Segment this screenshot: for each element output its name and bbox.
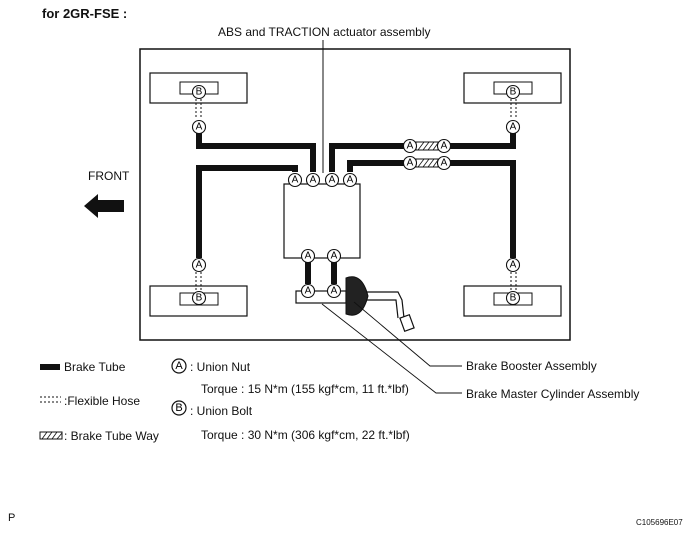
svg-text:A: A: [510, 260, 517, 271]
figure-id: C105696E07: [636, 518, 683, 527]
front-arrow-icon: [84, 194, 124, 218]
svg-text:A: A: [292, 175, 299, 186]
legend-brake-tube-way-icon: [39, 431, 63, 440]
union-nut-marker: A: [342, 172, 358, 188]
union-nut-marker: A: [191, 119, 207, 135]
page-letter: P: [8, 512, 16, 524]
union-nut-marker: A: [505, 119, 521, 135]
svg-text:B: B: [510, 87, 517, 98]
union-nut-marker: A: [300, 248, 316, 264]
front-label: FRONT: [88, 169, 130, 183]
legend-union-bolt-label: : Union Bolt: [190, 404, 253, 418]
svg-text:A: A: [196, 122, 203, 133]
union-bolt-marker: B: [505, 84, 521, 100]
union-bolt-marker: B: [191, 290, 207, 306]
svg-text:A: A: [175, 360, 183, 372]
wheel-rear-left: [149, 285, 248, 317]
union-nut-marker: A: [326, 248, 342, 264]
svg-text:B: B: [175, 402, 182, 414]
svg-text:A: A: [305, 286, 312, 297]
svg-text:A: A: [331, 286, 338, 297]
wheel-front-left: [149, 72, 248, 104]
svg-text:A: A: [407, 158, 414, 169]
union-bolt-marker: B: [505, 290, 521, 306]
booster-leader-line: [353, 301, 462, 367]
union-nut-marker: A: [402, 155, 418, 171]
legend-union-nut-label: : Union Nut: [190, 360, 251, 374]
booster-label: Brake Booster Assembly: [466, 359, 597, 373]
union-nut-marker: A: [287, 172, 303, 188]
union-nut-marker: A: [324, 172, 340, 188]
svg-text:A: A: [331, 251, 338, 262]
union-nut-marker: A: [305, 172, 321, 188]
vehicle-frame: [139, 48, 571, 341]
legend-brake-tube-way-label: : Brake Tube Way: [64, 429, 159, 443]
flexible-hoses: [195, 99, 517, 290]
union-bolt-marker: B: [191, 84, 207, 100]
union-nut-marker: A: [505, 257, 521, 273]
legend-union-bolt-icon: B: [171, 400, 187, 416]
svg-text:B: B: [196, 87, 203, 98]
legend-union-bolt-torque: Torque : 30 N*m (306 kgf*cm, 22 ft.*lbf): [201, 428, 410, 442]
abs-actuator-body: [283, 183, 361, 259]
union-nut-marker: A: [191, 257, 207, 273]
svg-text:A: A: [441, 158, 448, 169]
svg-text:A: A: [407, 141, 414, 152]
union-nut-marker: A: [436, 138, 452, 154]
svg-text:A: A: [347, 175, 354, 186]
master-cylinder-label: Brake Master Cylinder Assembly: [466, 387, 640, 401]
master-cylinder-leader-line: [321, 303, 462, 394]
union-nut-marker: A: [436, 155, 452, 171]
svg-text:A: A: [196, 260, 203, 271]
wheel-front-right: [463, 72, 562, 104]
union-nut-marker: A: [326, 283, 342, 299]
actuator-label: ABS and TRACTION actuator assembly: [218, 25, 431, 39]
wheel-rear-right: [463, 285, 562, 317]
legend-flexible-hose-label: :Flexible Hose: [64, 394, 141, 408]
engine-label: for 2GR-FSE :: [42, 6, 128, 21]
legend-union-nut-torque: Torque : 15 N*m (155 kgf*cm, 11 ft.*lbf): [201, 382, 409, 396]
brake-tube-way: [415, 141, 439, 168]
union-nut-marker: A: [300, 283, 316, 299]
pedal-rod: [366, 291, 405, 319]
legend-brake-tube-icon: [40, 364, 60, 370]
svg-text:A: A: [510, 122, 517, 133]
brake-pedal: [399, 313, 415, 333]
svg-text:A: A: [310, 175, 317, 186]
legend-union-nut-icon: A: [171, 358, 187, 374]
brake-booster: [345, 276, 369, 316]
svg-text:A: A: [441, 141, 448, 152]
union-nut-marker: A: [402, 138, 418, 154]
svg-text:B: B: [510, 293, 517, 304]
svg-text:A: A: [305, 251, 312, 262]
legend-brake-tube-label: Brake Tube: [64, 360, 126, 374]
legend-flexible-hose-icon: [40, 396, 61, 403]
svg-text:B: B: [196, 293, 203, 304]
svg-text:A: A: [329, 175, 336, 186]
